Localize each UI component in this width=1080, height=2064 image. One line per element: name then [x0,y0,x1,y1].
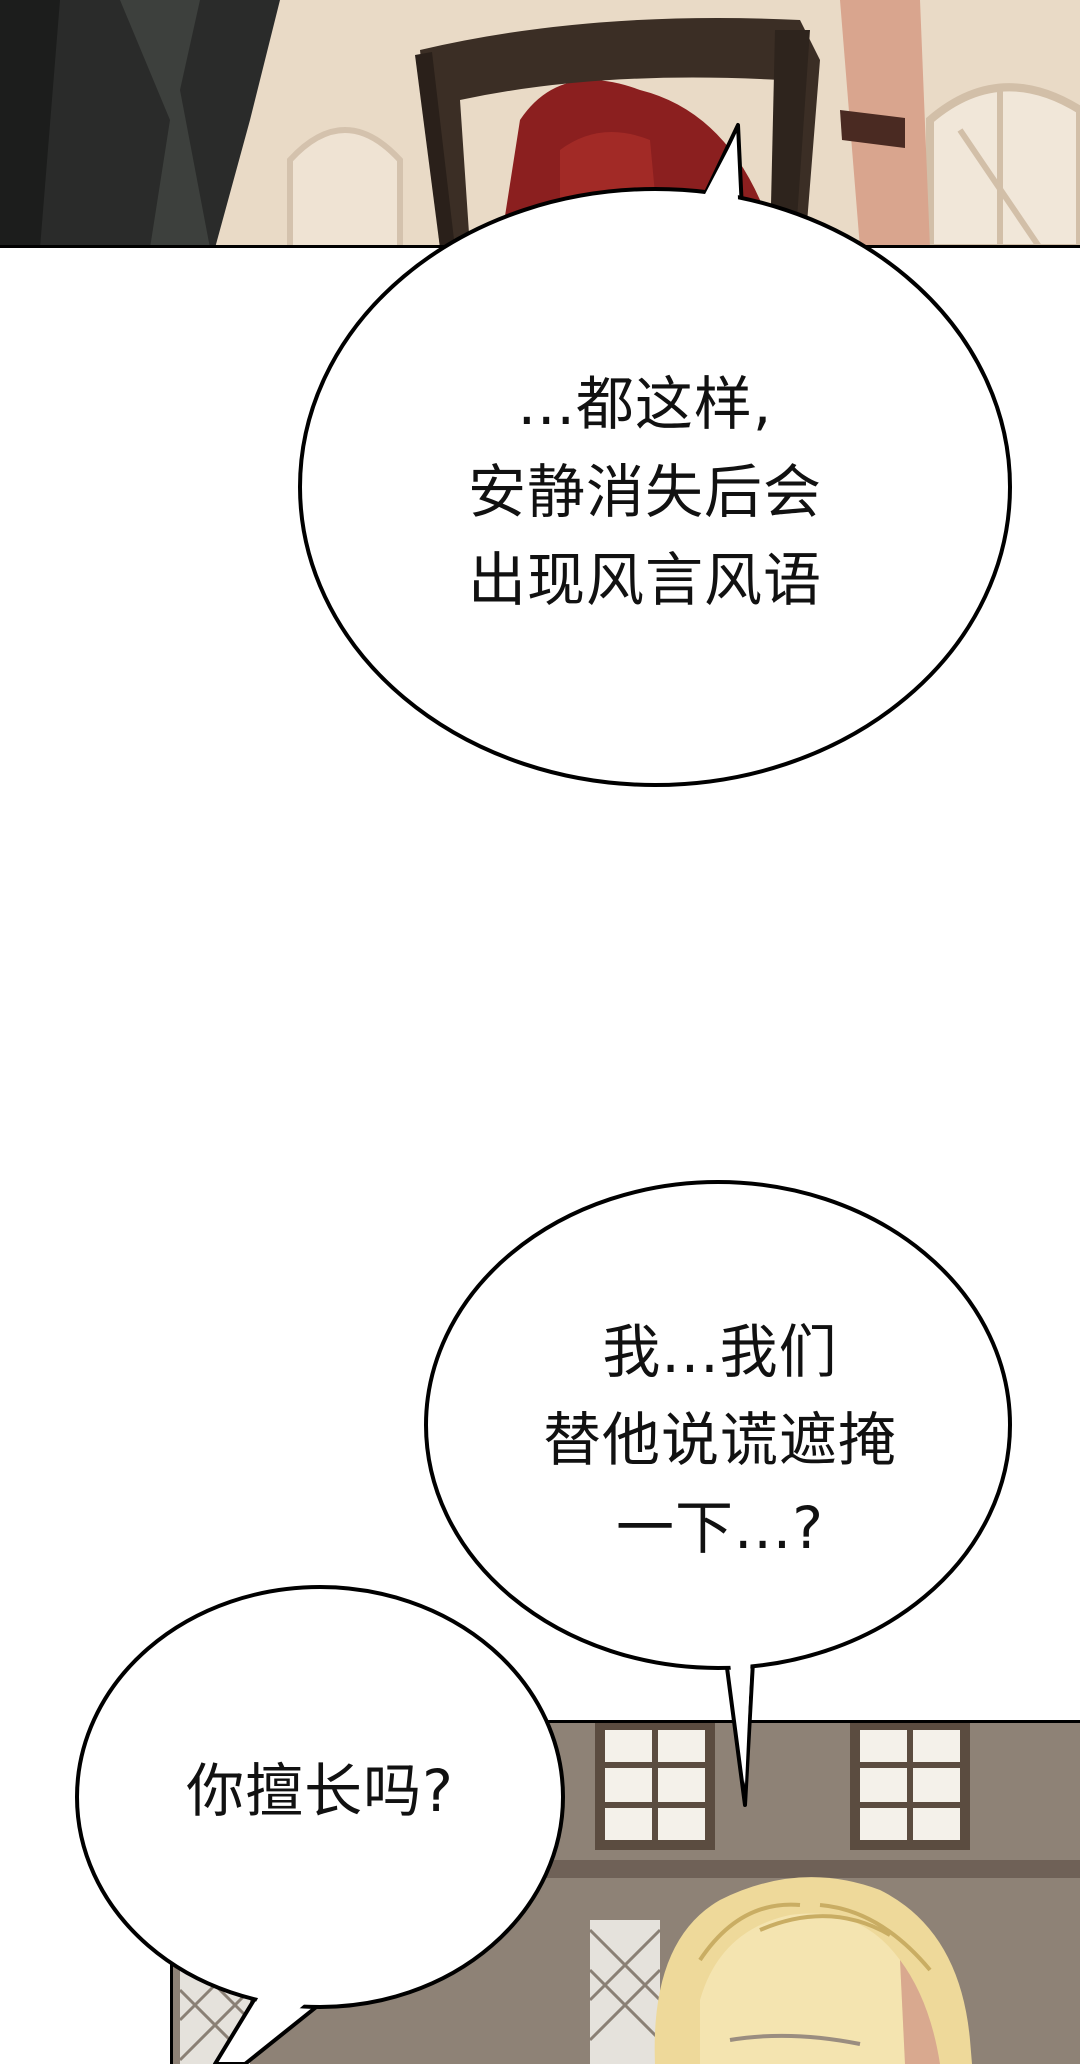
speech-line: 出现风言风语 [467,546,822,614]
speech-line: 你擅长吗? [186,1757,454,1825]
speech-bubble-1 [298,123,1012,787]
speech-bubble-2-text: 我...我们 替他说谎遮掩 一下...? [460,1308,980,1572]
speech-bubble-1-text: ...都这样, 安静消失后会 出现风言风语 [395,360,895,624]
speech-line: 一下...? [615,1494,825,1562]
speech-bubble-3 [75,1585,565,2064]
speech-line: ...都这样, [517,370,773,438]
speech-bubble-3-text: 你擅长吗? [120,1747,520,1835]
top-panel-illustration [0,0,1080,248]
speech-line: 替他说谎遮掩 [542,1406,897,1474]
speech-bubble-2 [424,1180,1012,1807]
speech-line: 安静消失后会 [467,458,822,526]
speech-line: 我...我们 [602,1318,838,1386]
